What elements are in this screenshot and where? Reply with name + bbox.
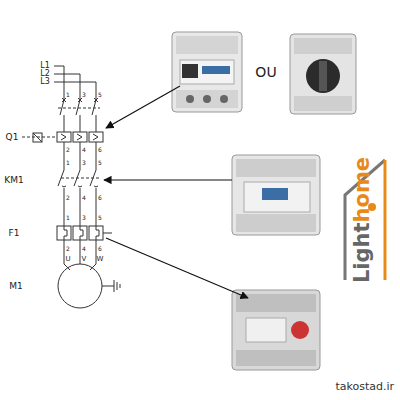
terminal-number: 4	[82, 246, 86, 252]
terminal-number: 1	[66, 215, 70, 221]
terminal-number: U	[65, 256, 70, 263]
component-label: L2	[40, 70, 50, 78]
terminal-number: 4	[82, 147, 86, 153]
component-label: F1	[9, 229, 20, 238]
terminal-number: 6	[98, 147, 102, 153]
logo-text: home	[350, 157, 374, 223]
terminal-number: 2	[66, 246, 70, 252]
schematic	[22, 66, 120, 308]
logo: Lighthome	[352, 157, 373, 283]
component-label: Q1	[6, 133, 19, 142]
component-label: L1	[40, 62, 50, 70]
terminal-number: 1	[66, 160, 70, 166]
component-label: OU	[255, 65, 276, 79]
terminal-number: W	[97, 256, 104, 263]
motor-breaker-photo	[290, 34, 356, 114]
contactor-photo	[232, 155, 320, 235]
terminal-number: 1	[66, 92, 70, 98]
terminal-number: 3	[82, 215, 86, 221]
terminal-number: 6	[98, 195, 102, 201]
overload-relay-photo	[232, 290, 320, 370]
terminal-number: 2	[66, 195, 70, 201]
component-label: M1	[9, 282, 23, 291]
terminal-number: 3	[82, 160, 86, 166]
terminal-number: 2	[66, 147, 70, 153]
terminal-number: 5	[98, 92, 102, 98]
watermark: takostad.ir	[335, 381, 394, 392]
component-label: L3	[40, 78, 50, 86]
terminal-number: V	[82, 256, 87, 263]
terminal-number: 6	[98, 246, 102, 252]
circuit-breaker-photo	[172, 32, 242, 112]
terminal-number: 5	[98, 160, 102, 166]
terminal-number: 3	[82, 92, 86, 98]
component-label: KM1	[4, 176, 23, 185]
leader-arrows	[104, 86, 248, 298]
terminal-number: 4	[82, 195, 86, 201]
terminal-number: 5	[98, 215, 102, 221]
logo-text: Light	[350, 222, 374, 283]
